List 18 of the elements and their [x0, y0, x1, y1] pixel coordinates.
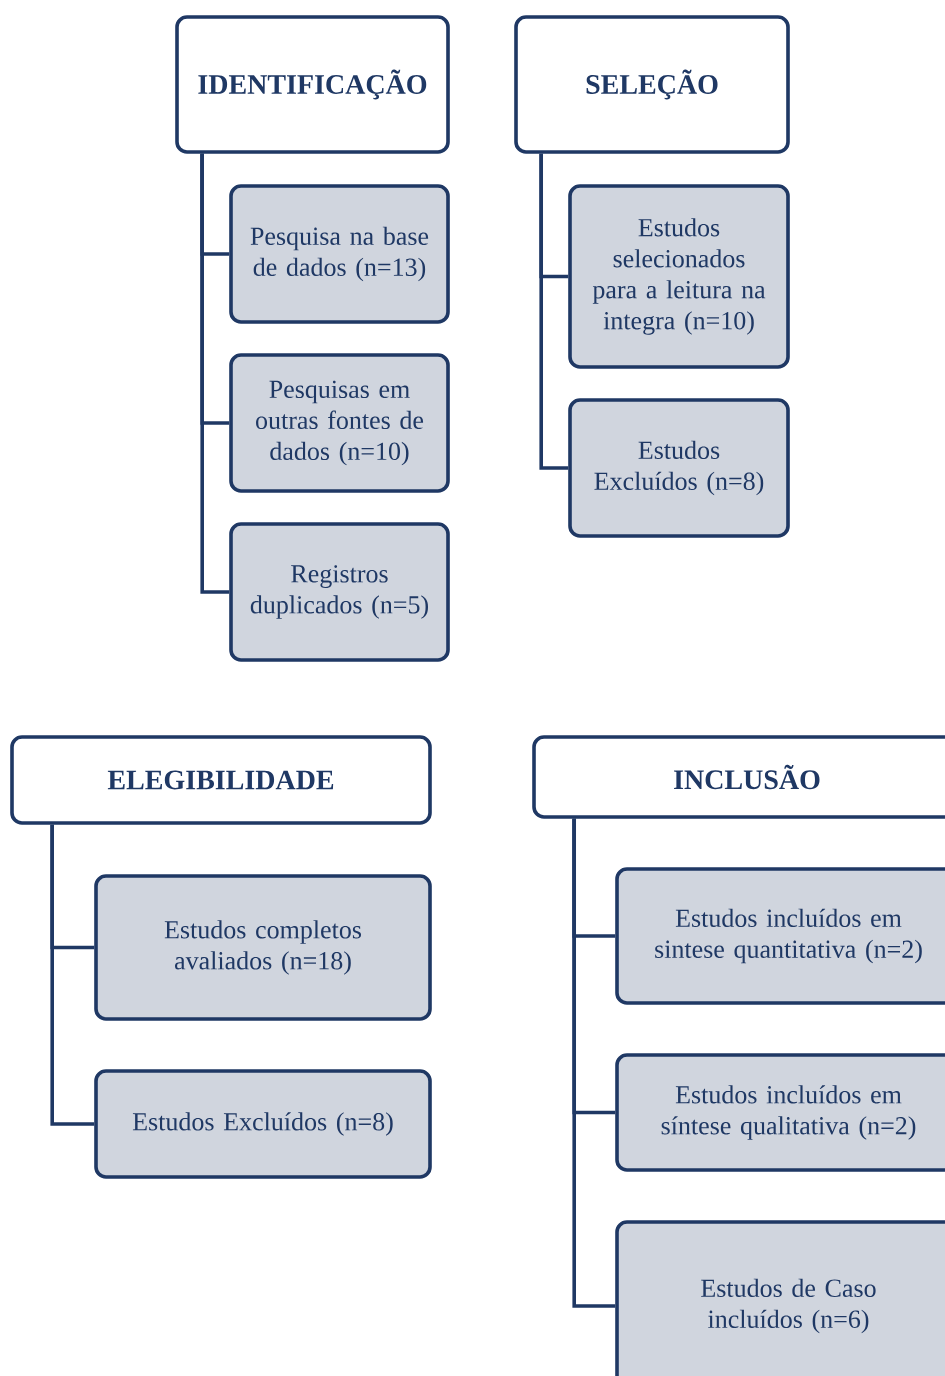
process-box: Estudos Excluídos (n=8) — [568, 398, 790, 538]
stage-header-box: INCLUSÃO — [532, 735, 945, 819]
process-box: Estudos de Caso incluídos (n=6) — [615, 1220, 945, 1376]
process-box: Pesquisa na base de dados (n=13) — [229, 184, 450, 324]
connector-line — [200, 153, 230, 594]
connector-line — [572, 818, 616, 1308]
stage-header-box: SELEÇÃO — [514, 15, 790, 154]
process-box: Registros duplicados (n=5) — [229, 522, 450, 662]
process-box: Estudos Excluídos (n=8) — [94, 1069, 432, 1179]
connector-line — [539, 153, 569, 470]
stage-header-box: IDENTIFICAÇÃO — [175, 15, 450, 154]
process-box: Estudos incluídos em síntese qualitativa (n=2) — [615, 1053, 945, 1172]
process-box: Estudos completos avaliados (n=18) — [94, 874, 432, 1021]
process-box: Pesquisas em outras fontes de dados (n=10) — [229, 353, 450, 493]
process-box: Estudos incluídos em sintese quantitativa (n=2) — [615, 867, 945, 1005]
stage-header-box: ELEGIBILIDADE — [10, 735, 432, 825]
connector-line — [50, 824, 95, 1126]
process-box: Estudos selecionados para a leitura na integra (n=10) — [568, 184, 790, 369]
